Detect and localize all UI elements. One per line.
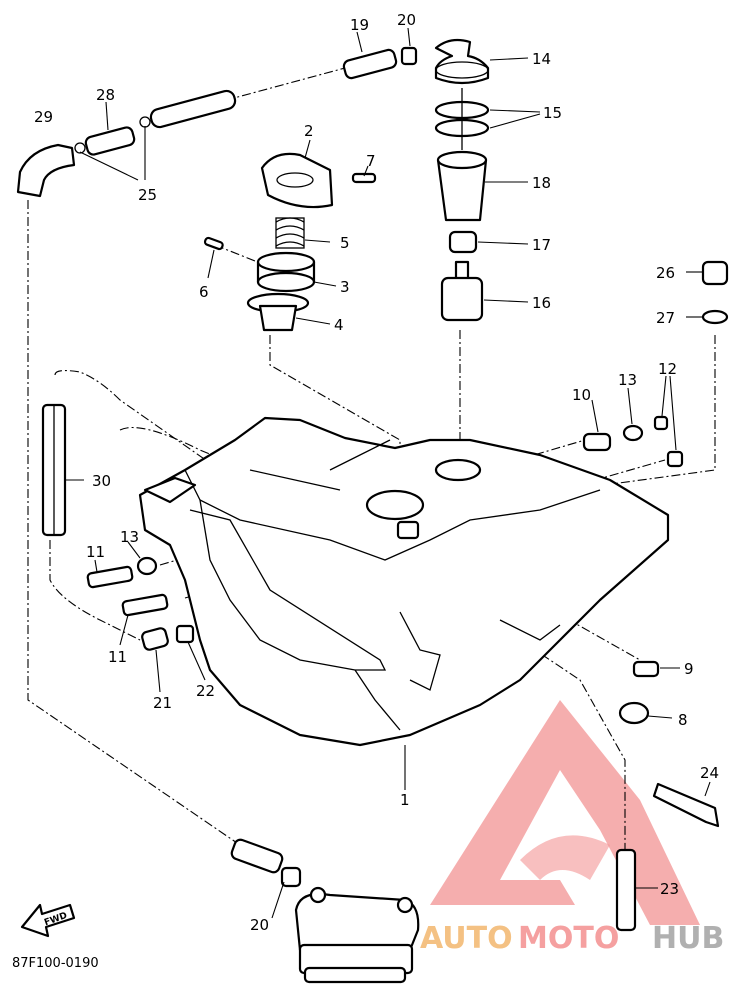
label-14: 14	[532, 50, 551, 68]
part-30-hose	[41, 403, 67, 537]
part-23-tube	[615, 848, 637, 932]
part-2-tank-cap-lock	[260, 152, 334, 209]
part-11-bolts	[86, 565, 169, 617]
wordmark-hub: HUB	[652, 921, 724, 956]
part-14-cap	[434, 38, 490, 85]
fwd-direction-arrow: FWD	[20, 903, 76, 938]
part-17-cap	[448, 230, 478, 254]
part-6-pin	[203, 236, 224, 251]
label-25: 25	[138, 186, 157, 204]
part-16-fuel-filter	[440, 260, 484, 322]
part-hose-long	[149, 89, 237, 129]
part-18-filler-neck	[436, 150, 488, 222]
wordmark-auto: AUTO	[420, 921, 513, 956]
part-15-gaskets	[434, 88, 490, 150]
part-hose-bottom	[230, 838, 284, 874]
label-16: 16	[532, 294, 551, 312]
part-10-fitting	[582, 432, 612, 452]
label-27: 27	[656, 309, 675, 327]
label-23: 23	[660, 880, 679, 898]
label-28: 28	[96, 86, 115, 104]
label-11-lower: 11	[108, 648, 127, 666]
label-13-top: 13	[618, 371, 637, 389]
label-10: 10	[572, 386, 591, 404]
part-20-clip-top	[400, 46, 418, 66]
part-4-cap-base	[246, 292, 310, 332]
part-21-cap	[141, 627, 169, 651]
label-1: 1	[400, 791, 410, 809]
part-26-grommet	[701, 260, 729, 286]
label-20: 20	[397, 11, 416, 29]
part-fuel-cock	[294, 886, 420, 984]
automotohub-wordmark: AUTO MOTO HUB	[420, 921, 724, 956]
part-29-hose-elbow	[16, 143, 76, 198]
label-29: 29	[34, 108, 53, 126]
part-5-spring	[275, 217, 305, 249]
part-1-fuel-tank	[138, 416, 670, 747]
label-4: 4	[334, 316, 344, 334]
label-5: 5	[340, 234, 350, 252]
part-9-drain-bolt	[632, 660, 660, 678]
part-22-clip	[175, 624, 195, 644]
part-8-cap	[618, 701, 650, 725]
label-15: 15	[543, 104, 562, 122]
part-19-hose	[342, 48, 398, 80]
part-13-washer-top	[622, 424, 644, 442]
part-labels: 19 20 14 15 18 17 16 26 27 28 29 25 2 7 …	[34, 11, 719, 934]
label-6: 6	[199, 283, 209, 301]
part-28-joint	[84, 126, 136, 156]
part-7-pin	[351, 172, 377, 184]
label-8: 8	[678, 711, 688, 729]
part-12-screws	[653, 415, 684, 468]
label-2: 2	[304, 122, 314, 140]
label-30: 30	[92, 472, 111, 490]
label-11-upper: 11	[86, 543, 105, 561]
part-3-ring	[256, 251, 316, 293]
label-24: 24	[700, 764, 719, 782]
part-24-strap	[652, 782, 720, 828]
part-13-washer-left	[136, 556, 158, 576]
label-9: 9	[684, 660, 694, 678]
label-19: 19	[350, 16, 369, 34]
label-22: 22	[196, 682, 215, 700]
part-20-clip-bottom	[280, 866, 302, 888]
label-12: 12	[658, 360, 677, 378]
drawing-code: 87F100-0190	[12, 956, 99, 971]
label-3: 3	[340, 278, 350, 296]
label-21: 21	[153, 694, 172, 712]
label-18: 18	[532, 174, 551, 192]
label-17: 17	[532, 236, 551, 254]
label-7: 7	[366, 152, 376, 170]
label-13-left: 13	[120, 528, 139, 546]
part-27-washer	[701, 309, 729, 325]
label-leaders	[66, 27, 711, 919]
label-26: 26	[656, 264, 675, 282]
label-20-bottom: 20	[250, 916, 269, 934]
wordmark-moto: MOTO	[518, 921, 619, 956]
